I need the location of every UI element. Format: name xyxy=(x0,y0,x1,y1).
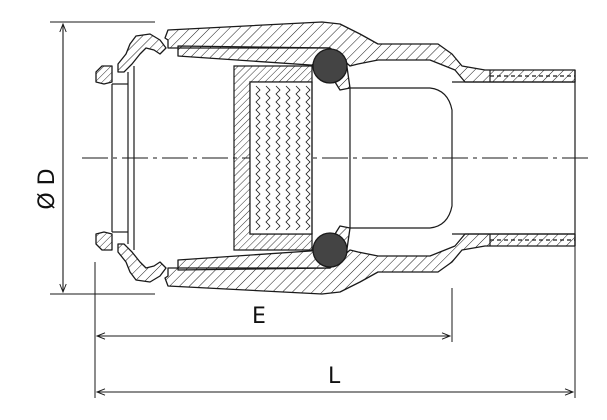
grip-tooth-column xyxy=(305,85,311,231)
grip-teeth xyxy=(255,85,311,231)
overall-length-label: L xyxy=(328,364,341,389)
grip-tooth-column xyxy=(285,85,291,231)
insertion-depth-label: E xyxy=(252,304,266,329)
o-ring-seal-top xyxy=(312,48,348,84)
grip-tooth-column xyxy=(275,85,281,231)
grip-insert xyxy=(233,65,313,251)
grip-tooth-column xyxy=(255,85,261,231)
grip-tooth-column xyxy=(295,85,301,231)
o-ring-seal-bottom xyxy=(312,232,348,268)
bore-outlines xyxy=(111,66,576,250)
grip-tooth-column xyxy=(265,85,271,231)
extension-lines xyxy=(50,21,576,398)
diameter-label: Ø D xyxy=(35,168,60,210)
